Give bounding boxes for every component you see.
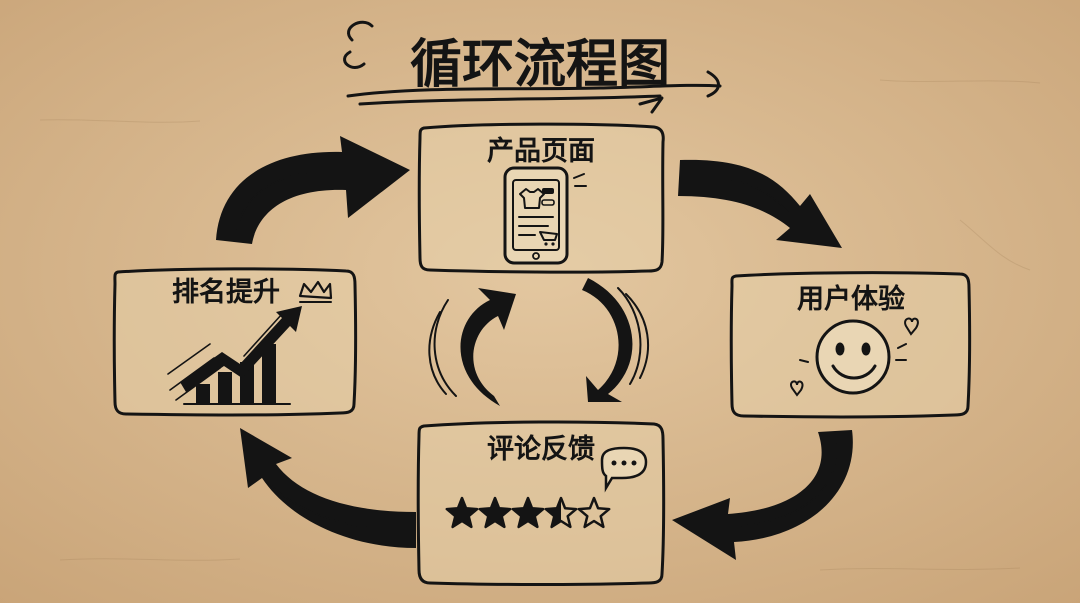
node-reviews: 评论反馈: [418, 422, 663, 585]
node-ranking-label: 排名提升: [172, 276, 280, 308]
node-user-experience-label: 用户体验: [797, 283, 905, 315]
node-user-experience: 用户体验: [731, 273, 969, 417]
node-product-page-label: 产品页面: [487, 136, 595, 167]
node-reviews-label: 评论反馈: [487, 434, 595, 465]
node-product-page: 产品页面: [419, 124, 663, 272]
node-ranking: 排名提升: [114, 269, 355, 415]
